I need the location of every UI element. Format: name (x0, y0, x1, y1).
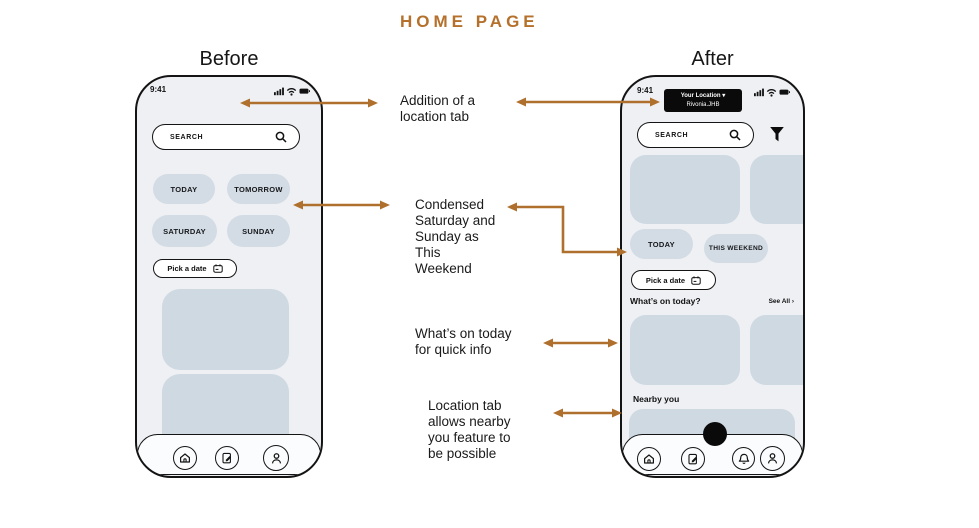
annotation-condensed-weekend: Condensed Saturday and Sunday as This We… (415, 197, 496, 276)
see-all-link[interactable]: See All › (769, 298, 794, 305)
annotation-location-tab: Addition of a location tab (400, 93, 476, 124)
search-input[interactable]: SEARCH (152, 124, 300, 150)
location-tab[interactable]: Your Location ▾ Rivonia.JHB (664, 89, 742, 112)
profile-icon (271, 452, 281, 463)
nav-home-button[interactable] (637, 447, 661, 471)
see-all-label: See All (768, 298, 791, 305)
annotation-whats-on-today: What’s on today for quick info (415, 326, 512, 357)
cell-signal-icon (274, 87, 284, 96)
nav-notifications-button[interactable] (732, 447, 755, 470)
nearby-you-heading: Nearby you (633, 394, 680, 404)
arrowhead (543, 338, 553, 348)
wifi-icon (766, 89, 777, 95)
nav-profile-button[interactable] (263, 445, 289, 471)
calendar-icon (212, 264, 223, 273)
battery-icon (779, 89, 790, 95)
placeholder-card[interactable] (750, 155, 803, 224)
arrowhead (380, 200, 390, 210)
nav-profile-button[interactable] (760, 446, 785, 471)
filter-icon[interactable] (769, 126, 785, 143)
placeholder-card[interactable] (630, 155, 740, 224)
placeholder-card[interactable] (750, 315, 803, 385)
search-placeholder: SEARCH (655, 131, 689, 139)
arrowhead (507, 202, 517, 212)
chip-this-weekend[interactable]: THIS WEEKEND (704, 234, 768, 263)
search-icon (729, 129, 741, 141)
placeholder-card[interactable] (630, 315, 740, 385)
chip-sunday[interactable]: SUNDAY (227, 215, 290, 247)
status-time: 9:41 (637, 86, 654, 95)
notes-icon (222, 452, 232, 464)
nav-home-button[interactable] (173, 446, 197, 470)
home-icon (644, 454, 654, 464)
status-icons (274, 87, 310, 96)
arrow-weekend-after-elbow (515, 205, 619, 254)
search-icon (275, 131, 287, 143)
search-input[interactable]: SEARCH (637, 122, 754, 148)
nav-notes-button[interactable] (681, 447, 705, 471)
home-icon (180, 453, 190, 463)
after-phone-frame: 9:41 Your Location ▾ Rivonia.JHB SEARCH (620, 75, 805, 478)
battery-icon (299, 88, 310, 94)
location-tab-value: Rivonia.JHB (686, 101, 720, 108)
notes-icon (688, 453, 698, 465)
bell-icon (738, 453, 749, 464)
location-tab-label: Your Location (680, 92, 721, 99)
placeholder-card[interactable] (162, 289, 289, 370)
status-icons (754, 88, 790, 97)
search-placeholder: SEARCH (170, 133, 204, 141)
whats-on-today-heading: What’s on today? (630, 296, 701, 306)
before-phone-frame: 9:41 SEARCH TODAY TOMORROW SATURDAY SUND… (135, 75, 323, 478)
arrowhead (516, 97, 526, 107)
profile-icon (767, 453, 778, 464)
pick-a-date-label: Pick a date (645, 275, 686, 285)
cell-signal-icon (754, 88, 764, 97)
pick-a-date-label: Pick a date (167, 264, 207, 273)
page-title: HOME PAGE (400, 12, 539, 31)
chevron-right-icon: › (791, 298, 794, 305)
chip-saturday[interactable]: SATURDAY (152, 215, 217, 247)
annotation-nearby-feature: Location tab allows nearby you feature t… (428, 398, 511, 461)
wifi-icon (286, 88, 297, 94)
arrowhead (608, 338, 618, 348)
caret-down-icon: ▾ (722, 92, 726, 99)
pick-a-date-button[interactable]: Pick a date (631, 270, 716, 290)
chip-today[interactable]: TODAY (153, 174, 215, 204)
calendar-icon (691, 275, 701, 285)
nav-notes-button[interactable] (215, 446, 239, 470)
after-label: After (691, 48, 734, 70)
arrowhead (553, 408, 563, 418)
black-dot (703, 422, 727, 446)
status-time: 9:41 (150, 85, 167, 94)
chip-today[interactable]: TODAY (630, 229, 693, 259)
chip-tomorrow[interactable]: TOMORROW (227, 174, 290, 204)
arrowhead (368, 98, 378, 108)
pick-a-date-button[interactable]: Pick a date (153, 259, 237, 278)
before-label: Before (199, 48, 259, 70)
